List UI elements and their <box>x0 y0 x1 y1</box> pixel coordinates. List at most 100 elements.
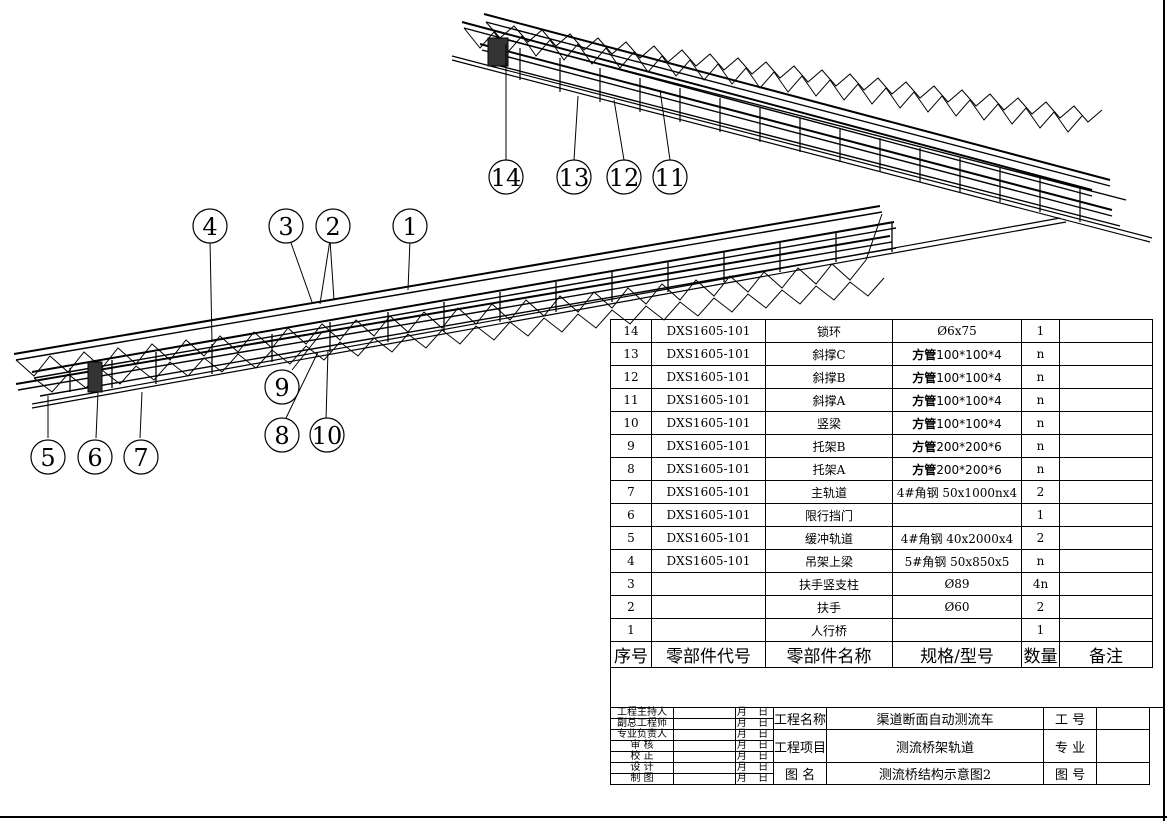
cell-name: 主轨道 <box>765 480 893 504</box>
spec-size: 100*100*4 <box>936 370 1002 385</box>
cell-no: 8 <box>610 457 652 481</box>
cell-code: DXS1605-101 <box>651 526 766 550</box>
cell-note <box>1059 480 1153 504</box>
cell-qty: 1 <box>1021 618 1060 642</box>
drawing-name-label: 图 名 <box>772 762 828 785</box>
cell-spec: 方管100*100*4 <box>892 411 1022 435</box>
cell-note <box>1059 319 1153 343</box>
cell-note <box>1059 342 1153 366</box>
cell-spec: 方管100*100*4 <box>892 388 1022 412</box>
cell-code <box>651 618 766 642</box>
cell-no: 13 <box>610 342 652 366</box>
role-cell: 制 图 <box>610 773 674 785</box>
cell-qty: 2 <box>1021 526 1060 550</box>
date-cell: 月 日 <box>735 762 774 774</box>
cell-spec: Ø60 <box>892 595 1022 619</box>
cell-qty: 1 <box>1021 503 1060 527</box>
cell-note <box>1059 549 1153 573</box>
callout-3: 3 <box>278 213 293 241</box>
role-cell: 校 正 <box>610 751 674 763</box>
project-name: 渠道断面自动测流车 <box>826 707 1045 730</box>
cell-spec: Ø89 <box>892 572 1022 596</box>
cell-name: 限行挡门 <box>765 503 893 527</box>
cell-name: 斜撑A <box>765 388 893 412</box>
cell-code: DXS1605-101 <box>651 342 766 366</box>
cell-code: DXS1605-101 <box>651 434 766 458</box>
cell-qty: n <box>1021 388 1060 412</box>
callout-7: 7 <box>133 444 148 472</box>
job-no-value <box>1096 707 1151 730</box>
cell-code: DXS1605-101 <box>651 319 766 343</box>
cell-name: 扶手 <box>765 595 893 619</box>
drawing-name: 测流桥结构示意图2 <box>826 762 1045 785</box>
cell-spec: 方管200*200*6 <box>892 457 1022 481</box>
date-cell: 月 日 <box>735 751 774 763</box>
callout-5: 5 <box>40 444 55 472</box>
cell-qty: 1 <box>1021 319 1060 343</box>
callout-1: 1 <box>402 213 417 241</box>
cell-code <box>651 595 766 619</box>
header-code: 零部件代号 <box>651 641 766 668</box>
spec-size: 100*100*4 <box>936 416 1002 431</box>
callout-13: 13 <box>559 164 590 192</box>
cell-qty: 2 <box>1021 595 1060 619</box>
cell-code: DXS1605-101 <box>651 549 766 573</box>
spec-size: 200*200*6 <box>936 462 1002 477</box>
cell-name: 竖梁 <box>765 411 893 435</box>
cell-name: 斜撑C <box>765 342 893 366</box>
cell-code: DXS1605-101 <box>651 388 766 412</box>
header-name: 零部件名称 <box>765 641 893 668</box>
date-cell: 月 日 <box>735 718 774 730</box>
cell-note <box>1059 434 1153 458</box>
signature-cell <box>673 773 736 785</box>
spec-material: 方管 <box>912 439 937 454</box>
cell-name: 扶手竖支柱 <box>765 572 893 596</box>
cell-note <box>1059 388 1153 412</box>
cell-name: 斜撑B <box>765 365 893 389</box>
date-cell: 月 日 <box>735 773 774 785</box>
cell-name: 托架A <box>765 457 893 481</box>
cell-spec: 方管200*200*6 <box>892 434 1022 458</box>
spec-size: 200*200*6 <box>936 439 1002 454</box>
cell-qty: n <box>1021 457 1060 481</box>
cell-qty: n <box>1021 434 1060 458</box>
cell-qty: 4n <box>1021 572 1060 596</box>
signature-cell <box>673 740 736 752</box>
cell-no: 1 <box>610 618 652 642</box>
cell-note <box>1059 595 1153 619</box>
cell-note <box>1059 572 1153 596</box>
spec-material: 方管 <box>912 370 937 385</box>
callout-6: 6 <box>87 444 102 472</box>
cell-name: 人行桥 <box>765 618 893 642</box>
cell-no: 2 <box>610 595 652 619</box>
cell-qty: 2 <box>1021 480 1060 504</box>
date-cell: 月 日 <box>735 729 774 741</box>
cell-note <box>1059 457 1153 481</box>
callout-12: 12 <box>609 164 640 192</box>
date-cell: 月 日 <box>735 740 774 752</box>
role-cell: 审 核 <box>610 740 674 752</box>
callout-10: 10 <box>312 422 343 450</box>
top-bridge-view <box>451 13 1153 243</box>
project-item: 测流桥架轨道 <box>826 729 1045 763</box>
spec-size: 100*100*4 <box>936 393 1002 408</box>
header-spec: 规格/型号 <box>892 641 1022 668</box>
date-cell: 月 日 <box>735 707 774 719</box>
cell-code: DXS1605-101 <box>651 503 766 527</box>
spec-material: 方管 <box>912 462 937 477</box>
cell-note <box>1059 526 1153 550</box>
parts-table-header: 序号 零部件代号 零部件名称 规格/型号 数量 备注 <box>610 641 1153 668</box>
signature-cell <box>673 707 736 719</box>
cell-name: 托架B <box>765 434 893 458</box>
header-no: 序号 <box>610 641 652 668</box>
frame-border-right <box>1163 0 1165 821</box>
